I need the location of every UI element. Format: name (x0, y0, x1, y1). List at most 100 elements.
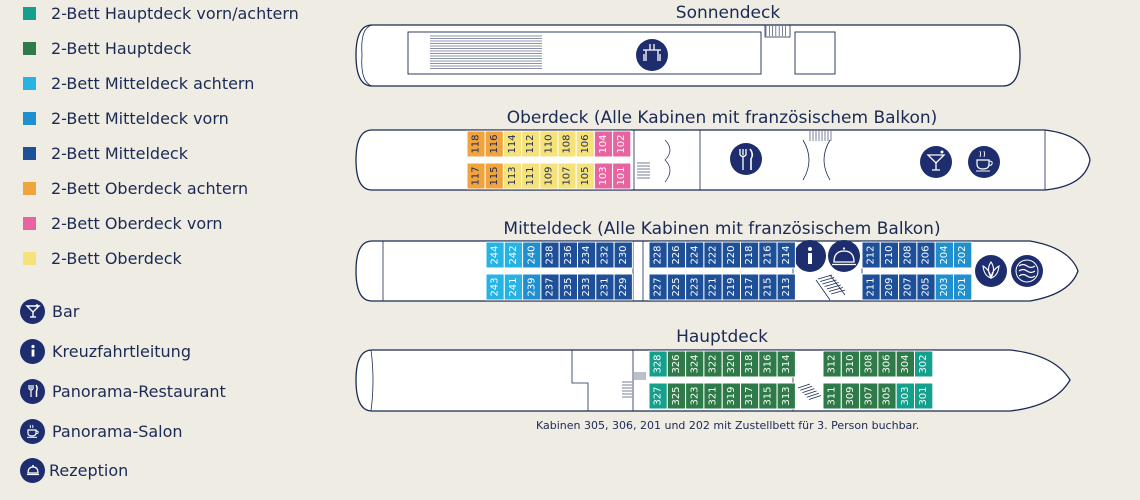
deck-title-sonnendeck: Sonnendeck (675, 3, 781, 23)
symbol-item-panorama-salon: Panorama-Salon (0, 417, 183, 445)
cabin-number: 233 (581, 277, 592, 296)
cabin-number: 210 (884, 245, 895, 264)
cabin-number: 326 (671, 354, 682, 373)
cabin-327: 327 (648, 382, 668, 410)
cabin-number: 229 (618, 277, 629, 296)
cabin-number: 107 (562, 166, 573, 185)
cabin-224: 224 (685, 241, 705, 269)
cabin-number: 239 (526, 277, 537, 296)
cabin-203: 203 (934, 273, 955, 301)
cabin-number: 118 (471, 134, 482, 153)
cabin-number: 322 (708, 354, 719, 373)
cocktail-icon (20, 298, 45, 324)
legend-swatch (23, 181, 36, 195)
cabin-226: 226 (666, 241, 687, 269)
cabin-218: 218 (740, 241, 760, 269)
cabin-number: 225 (671, 277, 682, 296)
fork-knife-icon (20, 378, 45, 404)
cabin-322: 322 (703, 350, 723, 378)
cabin-319: 319 (721, 382, 742, 410)
legend-item: 2-Bett Hauptdeck vorn/achtern (0, 1, 299, 25)
stairs (634, 372, 646, 380)
cabin-number: 105 (580, 166, 591, 185)
cabin-number: 325 (671, 386, 682, 405)
cabin-209: 209 (879, 273, 900, 301)
stairs (809, 131, 832, 141)
cabin-number: 316 (762, 354, 773, 373)
cabin-328: 328 (648, 350, 668, 378)
cabin-number: 214 (781, 245, 792, 264)
legend-label: 2-Bett Oberdeck vorn (51, 213, 223, 233)
cabin-number: 108 (562, 134, 573, 153)
cabin-number: 216 (762, 245, 773, 264)
cabin-221: 221 (703, 273, 723, 301)
cabin-232: 232 (595, 241, 615, 269)
cabin-234: 234 (577, 241, 597, 269)
cabin-116: 116 (484, 130, 504, 158)
cabin-number: 305 (882, 386, 893, 405)
cabin-number: 232 (599, 245, 610, 264)
cabin-number: 312 (827, 354, 838, 373)
cabin-311: 311 (822, 382, 842, 410)
cabin-204: 204 (934, 241, 955, 269)
cabin-214: 214 (776, 241, 796, 269)
cabin-number: 243 (490, 277, 501, 296)
cabin-220: 220 (721, 241, 742, 269)
cabin-number: 203 (939, 277, 950, 296)
stairs (622, 381, 822, 400)
cabin-242: 242 (503, 241, 524, 269)
cabin-number: 212 (866, 245, 877, 264)
cabin-number: 103 (598, 166, 609, 185)
legend-item: 2-Bett Oberdeck achtern (0, 176, 248, 200)
cabin-206: 206 (916, 241, 936, 269)
cabin-number: 237 (545, 277, 556, 296)
cabin-108: 108 (557, 130, 577, 158)
cabin-number: 209 (884, 277, 895, 296)
legend-label: 2-Bett Hauptdeck (51, 38, 192, 58)
cabin-number: 208 (902, 245, 913, 264)
cabin-208: 208 (898, 241, 918, 269)
cabin-number: 230 (618, 245, 629, 264)
cabin-115: 115 (484, 162, 504, 190)
cabin-324: 324 (685, 350, 705, 378)
cabin-316: 316 (758, 350, 778, 378)
cabin-217: 217 (740, 273, 760, 301)
symbol-item-kreuzfahrtleitung: Kreuzfahrtleitung (0, 337, 191, 365)
legend-swatch (23, 41, 36, 55)
cabin-315: 315 (758, 382, 778, 410)
cabin-number: 220 (726, 245, 737, 264)
cabin-240: 240 (522, 241, 542, 269)
cabin-306: 306 (877, 350, 897, 378)
cabin-number: 309 (845, 386, 856, 405)
cabin-111: 111 (521, 162, 541, 190)
cabin-number: 205 (921, 277, 932, 296)
cabin-238: 238 (540, 241, 560, 269)
deck-title-oberdeck: Oberdeck (Alle Kabinen mit französischem… (506, 108, 938, 128)
deck-title-hauptdeck: Hauptdeck (676, 327, 768, 347)
cabin-number: 224 (689, 245, 700, 264)
cabin-number: 231 (599, 277, 610, 296)
symbol-item-panorama-restaurant: Panorama-Restaurant (0, 377, 226, 405)
cabin-243: 243 (485, 273, 505, 301)
cabin-307: 307 (859, 382, 879, 410)
sun-deck-table-icon (636, 39, 668, 71)
cabin-number: 235 (563, 277, 574, 296)
cabin-number: 113 (507, 166, 518, 185)
cabin-201: 201 (953, 273, 973, 301)
legend-label: 2-Bett Mitteldeck vorn (51, 108, 229, 128)
cabin-314: 314 (776, 350, 796, 378)
cabin-number: 217 (744, 277, 755, 296)
cabin-number: 109 (543, 166, 554, 185)
legend-item: 2-Bett Mitteldeck achtern (0, 71, 254, 95)
cabin-number: 117 (471, 166, 482, 185)
cabin-312: 312 (822, 350, 842, 378)
cabin-number: 328 (653, 354, 664, 373)
cabin-number: 311 (827, 386, 838, 405)
cabin-number: 242 (508, 245, 519, 264)
cabin-number: 222 (708, 245, 719, 264)
cabin-number: 318 (744, 354, 755, 373)
cabin-number: 106 (580, 134, 591, 153)
symbol-item-bar: Bar (0, 297, 79, 325)
cabin-318: 318 (740, 350, 760, 378)
cabin-number: 321 (708, 386, 719, 405)
